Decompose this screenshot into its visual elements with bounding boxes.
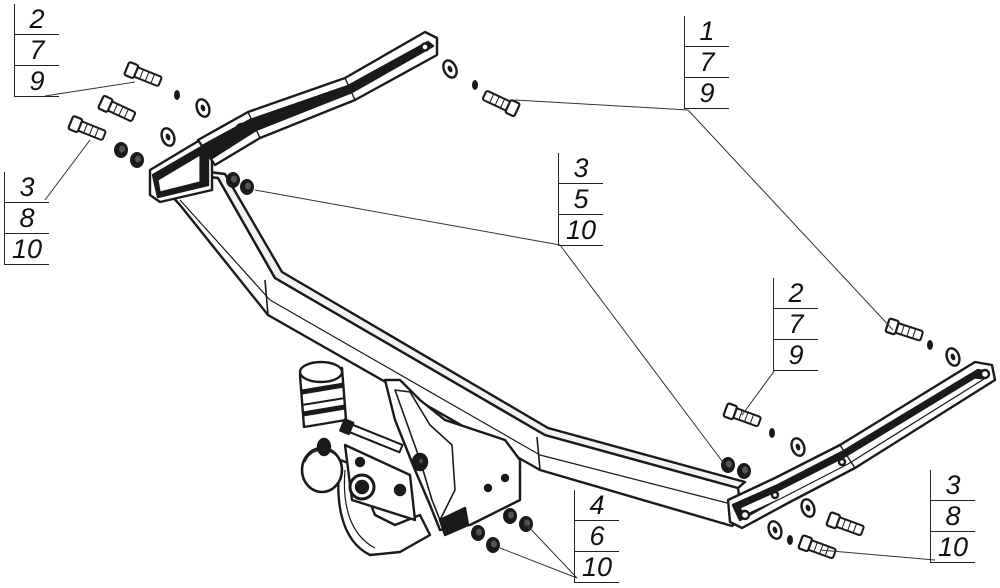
callout-part-number: 2 bbox=[774, 278, 818, 309]
callout-part-number: 3 bbox=[931, 470, 975, 501]
callout-part-number: 10 bbox=[5, 234, 49, 265]
callout-part-number: 9 bbox=[774, 340, 818, 371]
callout-part-number: 10 bbox=[575, 552, 619, 583]
callout-left-middle: 3 8 10 bbox=[4, 172, 49, 265]
callout-center: 3 5 10 bbox=[558, 153, 603, 246]
callout-part-number: 5 bbox=[559, 184, 603, 215]
callout-top-right: 1 7 9 bbox=[684, 16, 729, 109]
right-side-bracket bbox=[726, 360, 997, 530]
callout-part-number: 7 bbox=[685, 47, 729, 78]
callout-part-number: 1 bbox=[685, 16, 729, 47]
callout-part-number: 6 bbox=[575, 521, 619, 552]
callout-part-number: 10 bbox=[931, 532, 975, 563]
left-end-plate bbox=[148, 138, 214, 204]
callout-part-number: 10 bbox=[559, 215, 603, 246]
callout-part-number: 8 bbox=[5, 203, 49, 234]
callout-part-number: 2 bbox=[15, 4, 59, 35]
callout-bottom-center: 4 6 10 bbox=[574, 490, 619, 583]
callout-part-number: 7 bbox=[774, 309, 818, 340]
callout-part-number: 9 bbox=[15, 66, 59, 97]
callout-part-number: 3 bbox=[559, 153, 603, 184]
callout-top-left: 2 7 9 bbox=[14, 4, 59, 97]
callout-part-number: 8 bbox=[931, 501, 975, 532]
tow-ball-assembly bbox=[298, 360, 522, 557]
callout-right-middle: 2 7 9 bbox=[773, 278, 818, 371]
callout-bottom-right: 3 8 10 bbox=[930, 470, 975, 563]
ball-cap bbox=[298, 360, 348, 429]
callout-part-number: 4 bbox=[575, 490, 619, 521]
callout-part-number: 9 bbox=[685, 78, 729, 109]
leader-lines bbox=[44, 81, 936, 579]
left-side-bracket bbox=[196, 30, 439, 167]
callout-part-number: 3 bbox=[5, 172, 49, 203]
callout-part-number: 7 bbox=[15, 35, 59, 66]
